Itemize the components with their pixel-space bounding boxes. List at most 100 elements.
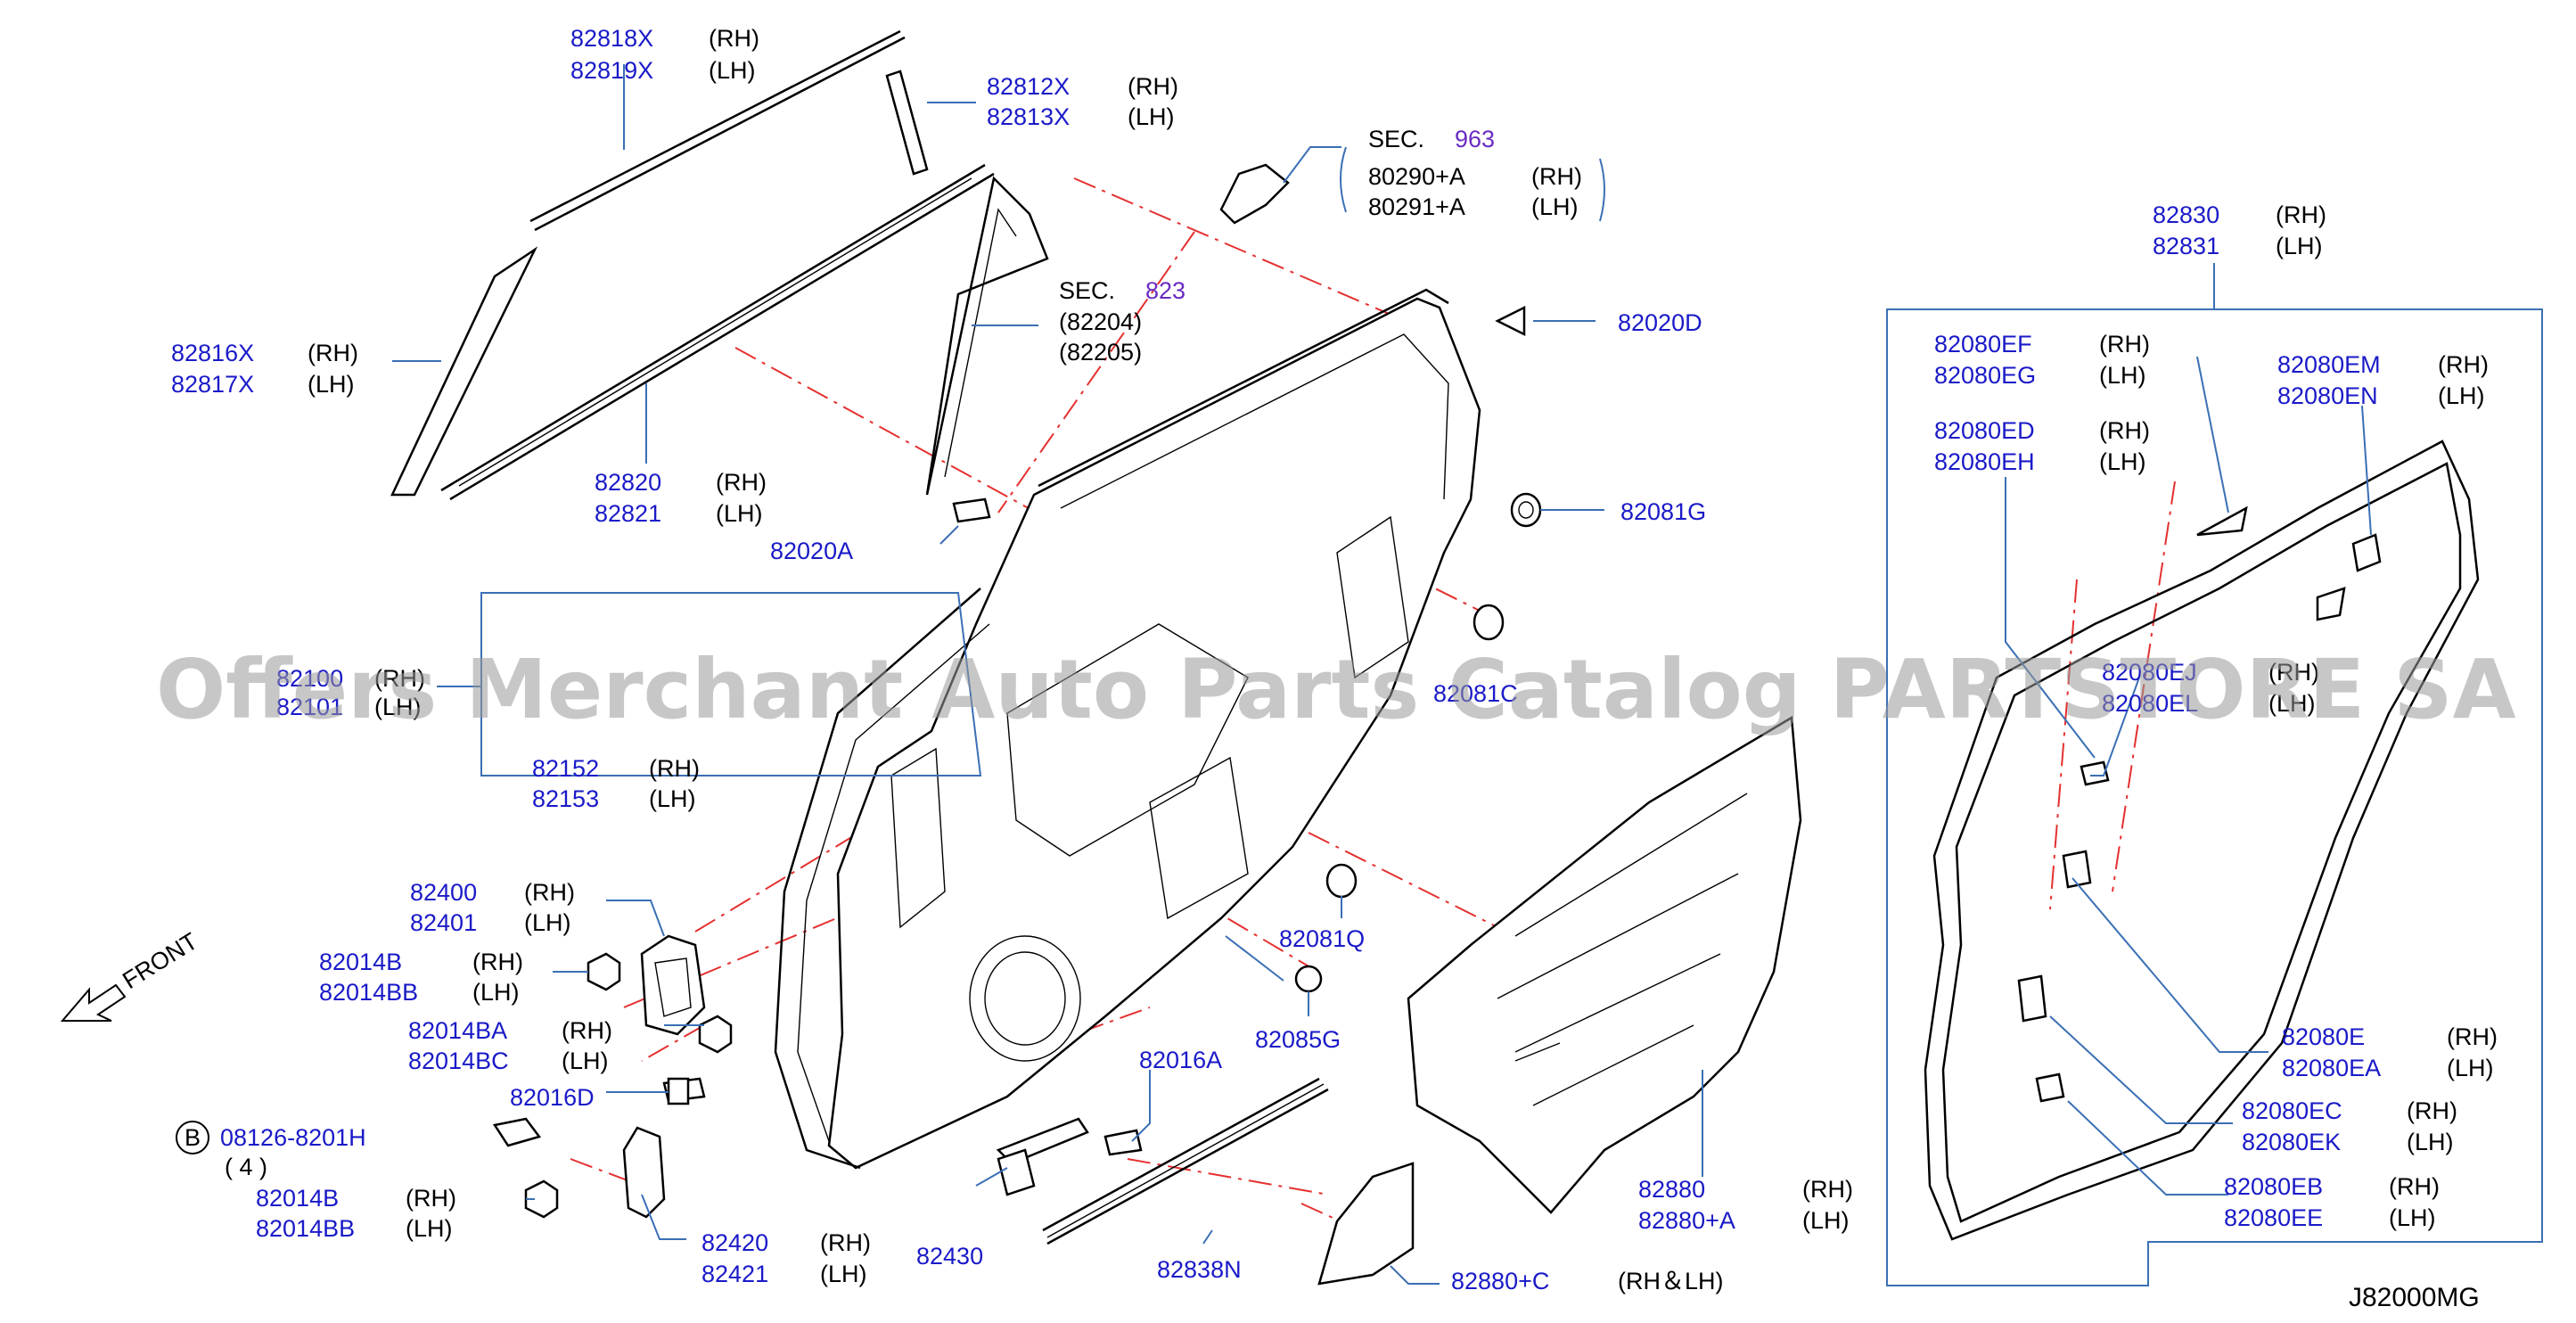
sec-823-prefix: SEC.: [1059, 277, 1115, 304]
label-82080eh[interactable]: 82080EH: [1934, 448, 2035, 475]
clip-82020d: [1495, 305, 1526, 337]
part-labels: 82818X (RH) 82819X (LH) 82812X (RH) 8281…: [171, 25, 2498, 1294]
label-82880a[interactable]: 82880+A: [1638, 1207, 1735, 1234]
side-82821: (LH): [716, 500, 763, 527]
label-82830[interactable]: 82830: [2153, 201, 2219, 228]
label-82420[interactable]: 82420: [701, 1229, 768, 1256]
front-arrow-icon: [60, 983, 127, 1022]
side-82880a: (LH): [1802, 1207, 1850, 1234]
label-82080ek[interactable]: 82080EK: [2242, 1129, 2341, 1155]
label-08126-8201h[interactable]: 08126-8201H: [220, 1124, 366, 1151]
side-80291a: (LH): [1531, 193, 1579, 220]
side-82812x: (RH): [1128, 73, 1178, 100]
label-82153[interactable]: 82153: [532, 785, 599, 812]
side-82080e: (RH): [2447, 1023, 2498, 1050]
label-82081q[interactable]: 82081Q: [1279, 925, 1365, 952]
label-82100[interactable]: 82100: [276, 665, 343, 692]
label-82014b-2[interactable]: 82014B: [256, 1185, 339, 1212]
door-panel-82100: [827, 288, 1481, 1170]
grommet-82081q: [1325, 863, 1358, 899]
bolt-circle-letter: B: [185, 1124, 201, 1151]
side-82813x: (LH): [1128, 103, 1175, 130]
label-82014b-1[interactable]: 82014B: [319, 949, 402, 975]
side-82080ea: (LH): [2447, 1055, 2494, 1081]
label-82831[interactable]: 82831: [2153, 233, 2219, 259]
trim-82812x: [885, 70, 929, 176]
label-82080el[interactable]: 82080EL: [2102, 690, 2198, 717]
side-82080ej: (RH): [2268, 659, 2319, 686]
side-82421: (LH): [820, 1261, 867, 1287]
side-82080ec: (RH): [2407, 1097, 2457, 1124]
label-82014bb-1[interactable]: 82014BB: [319, 979, 418, 1006]
side-82400: (RH): [524, 879, 575, 906]
front-direction-indicator: FRONT: [60, 927, 202, 1022]
outer-panel-82152: [774, 588, 990, 1170]
label-82080eg[interactable]: 82080EG: [1934, 362, 2036, 389]
label-82819x[interactable]: 82819X: [570, 57, 653, 84]
sec-963-prefix: SEC.: [1368, 126, 1424, 152]
moulding-82818x: [529, 29, 906, 232]
side-82080ek: (LH): [2407, 1129, 2454, 1155]
weatherstrip-82830: [1924, 440, 2480, 1241]
label-82085g[interactable]: 82085G: [1255, 1026, 1341, 1053]
label-82401[interactable]: 82401: [410, 909, 477, 936]
side-82830: (RH): [2276, 201, 2326, 228]
bolt-circle-icon: [176, 1121, 209, 1155]
label-80290a: 80290+A: [1368, 163, 1465, 190]
sec-963-link[interactable]: 963: [1455, 126, 1495, 152]
label-82812x[interactable]: 82812X: [987, 73, 1070, 100]
qty-08126-8201h: ( 4 ): [225, 1154, 267, 1180]
side-82080eh: (LH): [2099, 448, 2146, 475]
label-82816x[interactable]: 82816X: [171, 340, 254, 366]
side-82014b-1: (RH): [472, 949, 523, 975]
label-82080ee[interactable]: 82080EE: [2224, 1204, 2323, 1231]
side-82880: (RH): [1802, 1176, 1853, 1203]
cap-82085g: [1294, 965, 1323, 993]
label-82016d[interactable]: 82016D: [510, 1084, 595, 1111]
label-82080ed[interactable]: 82080ED: [1934, 417, 2035, 444]
label-82080ec[interactable]: 82080EC: [2242, 1097, 2342, 1124]
sec-823-link[interactable]: 823: [1145, 277, 1185, 304]
label-82081g[interactable]: 82081G: [1620, 498, 1706, 525]
side-82014bb-2: (LH): [406, 1215, 453, 1242]
hinge-82420: [622, 1126, 666, 1219]
label-82081c[interactable]: 82081C: [1433, 680, 1518, 707]
label-82080eb[interactable]: 82080EB: [2224, 1173, 2323, 1200]
side-82153: (LH): [649, 785, 696, 812]
label-82101[interactable]: 82101: [276, 694, 343, 720]
hinge-82400: [640, 934, 706, 1036]
label-82080em[interactable]: 82080EM: [2277, 351, 2381, 378]
label-82880[interactable]: 82880: [1638, 1176, 1705, 1203]
label-82020a[interactable]: 82020A: [770, 538, 853, 564]
side-82152: (RH): [649, 755, 700, 782]
label-82818x[interactable]: 82818X: [570, 25, 653, 52]
label-82838n[interactable]: 82838N: [1157, 1256, 1242, 1283]
label-82020d[interactable]: 82020D: [1618, 309, 1702, 336]
leader-lines: [392, 64, 2372, 1285]
side-82080el: (LH): [2268, 690, 2316, 717]
label-82080ef[interactable]: 82080EF: [1934, 331, 2032, 357]
label-82014ba[interactable]: 82014BA: [408, 1017, 507, 1044]
label-82205: (82205): [1059, 339, 1142, 366]
fasteners: [492, 952, 733, 1219]
side-82817x: (LH): [308, 371, 355, 398]
grommet-82081g: [1510, 492, 1542, 528]
label-82080ej[interactable]: 82080EJ: [2102, 659, 2197, 686]
label-82817x[interactable]: 82817X: [171, 371, 254, 398]
label-82016a[interactable]: 82016A: [1139, 1047, 1222, 1073]
label-82014bc[interactable]: 82014BC: [408, 1048, 509, 1074]
label-82014bb-2[interactable]: 82014BB: [256, 1215, 355, 1242]
label-82080e[interactable]: 82080E: [2282, 1023, 2365, 1050]
label-82821[interactable]: 82821: [595, 500, 661, 527]
label-82400[interactable]: 82400: [410, 879, 477, 906]
label-82820[interactable]: 82820: [595, 469, 661, 496]
side-82014b-2: (RH): [406, 1185, 456, 1212]
label-82430[interactable]: 82430: [916, 1243, 983, 1270]
label-82080ea[interactable]: 82080EA: [2282, 1055, 2381, 1081]
label-82880c[interactable]: 82880+C: [1451, 1268, 1549, 1294]
label-82421[interactable]: 82421: [701, 1261, 768, 1287]
sash-82204: [925, 176, 1049, 496]
label-82080en[interactable]: 82080EN: [2277, 382, 2378, 409]
label-82813x[interactable]: 82813X: [987, 103, 1070, 130]
label-82152[interactable]: 82152: [532, 755, 599, 782]
